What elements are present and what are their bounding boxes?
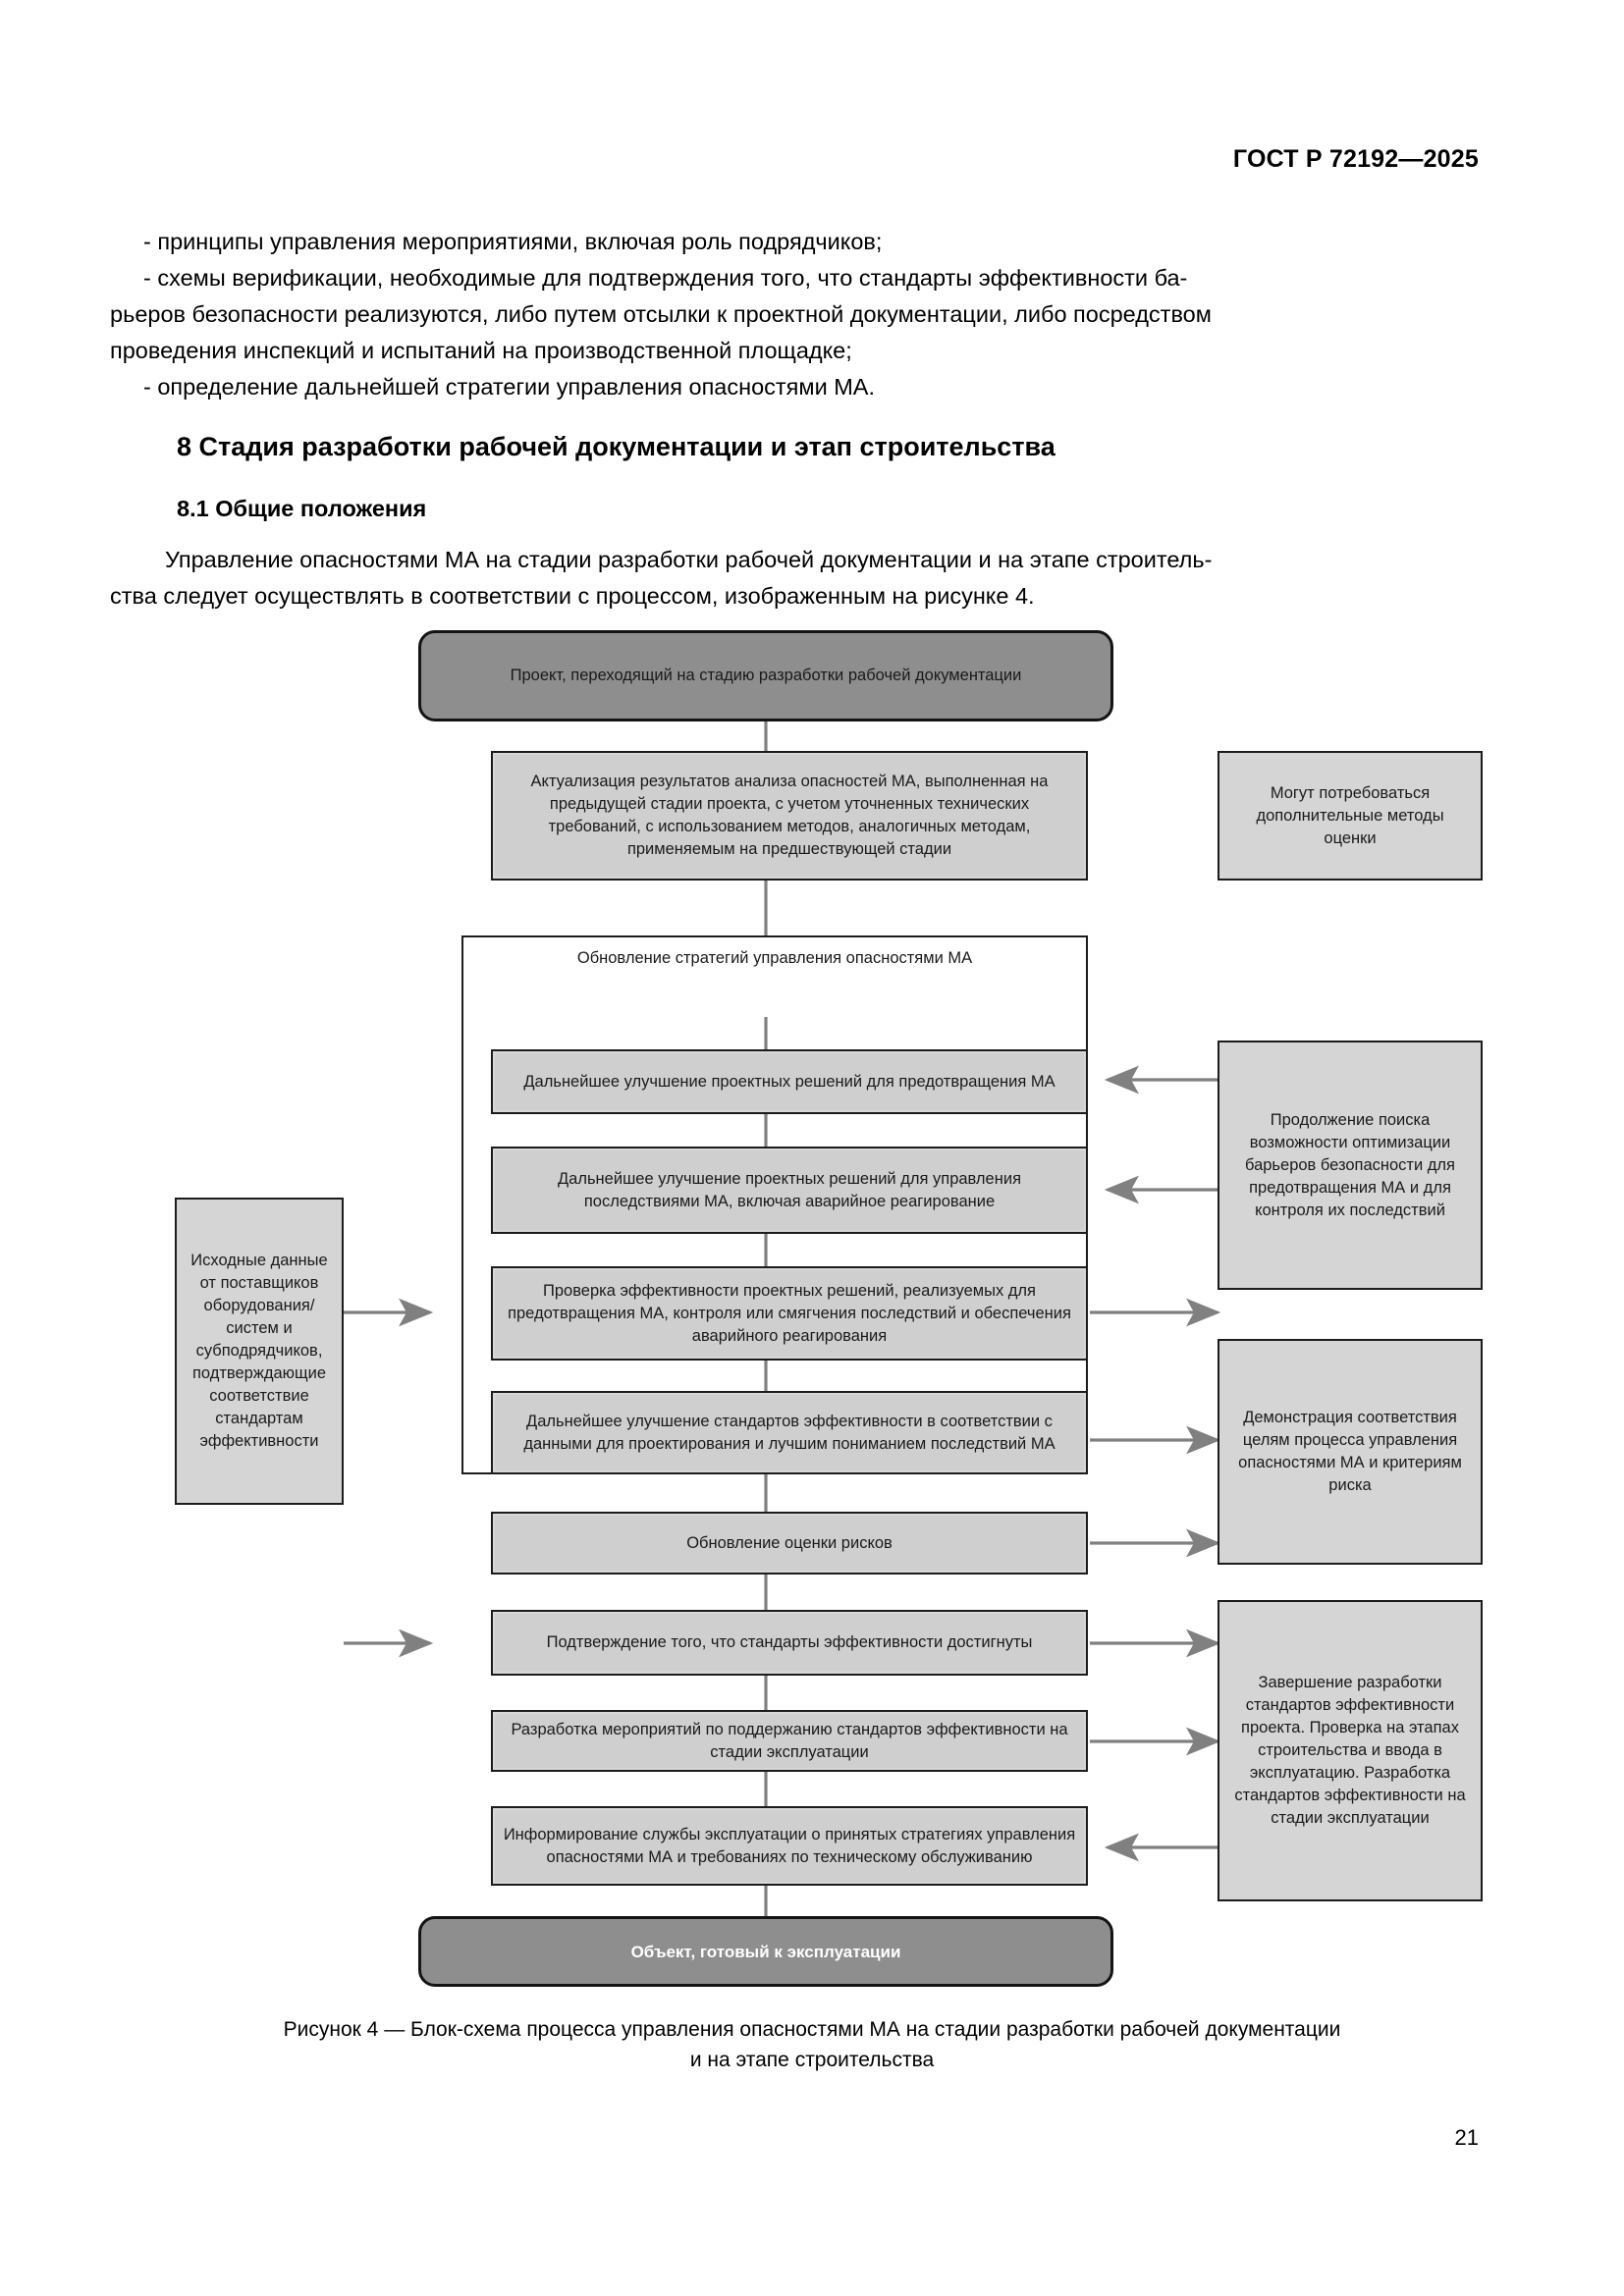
flow-node-completion[interactable]: Завершение разработки стандартов эффекти… [1218,1600,1483,1901]
flow-node-improve-prevention[interactable]: Дальнейшее улучшение проектных решений д… [491,1049,1088,1114]
standard-number-header: ГОСТ Р 72192—2025 [1232,145,1479,173]
flow-node-confirm-standards-met[interactable]: Подтверждение того, что стандарты эффект… [491,1610,1088,1676]
bullet-item-2: - схемы верификации, необходимые для под… [143,265,1188,291]
flow-node-continue-optimization[interactable]: Продолжение поиска возможности оптимизац… [1218,1041,1483,1290]
process-flowchart: Проект, переходящий на стадию разработки… [0,611,1624,1995]
intro-line-2: ства следует осуществлять в соответствии… [110,583,1035,609]
figure-caption-line-2: и на этапе строительства [689,2049,935,2071]
bullet-item-2-cont-b: проведения инспекций и испытаний на прои… [110,338,852,363]
flow-node-update-hazard-analysis[interactable]: Актуализация результатов анализа опаснос… [491,751,1088,881]
bullet-item-3: - определение дальнейшей стратегии управ… [143,374,876,400]
flow-node-improve-consequences[interactable]: Дальнейшее улучшение проектных решений д… [491,1147,1088,1234]
section-heading: 8 Стадия разработки рабочей документации… [177,432,1056,461]
bullet-item-1: - принципы управления мероприятиями, вкл… [143,229,883,254]
flow-group-title: Обновление стратегий управления опасност… [576,949,973,967]
intro-bullet-list: - принципы управления мероприятиями, вкл… [110,224,1514,405]
flow-node-inform-operations[interactable]: Информирование службы эксплуатации о при… [491,1806,1088,1886]
flow-node-end[interactable]: Объект, готовый к эксплуатации [418,1916,1113,1987]
figure-caption-line-1: Рисунок 4 — Блок-схема процесса управлен… [283,2018,1341,2041]
flow-node-verify-effectiveness[interactable]: Проверка эффективности проектных решений… [491,1266,1088,1361]
figure-caption: Рисунок 4 — Блок-схема процесса управлен… [110,2014,1514,2075]
flow-node-start[interactable]: Проект, переходящий на стадию разработки… [418,630,1113,721]
subsection-heading: 8.1 Общие положения [177,496,427,521]
flow-node-supplier-input[interactable]: Исходные данные от поставщиков оборудова… [175,1198,344,1505]
flow-node-update-risk-assessment[interactable]: Обновление оценки рисков [491,1512,1088,1575]
intro-paragraph: Управление опасностями МА на стадии разр… [110,542,1514,614]
flow-node-additional-methods[interactable]: Могут потребоваться дополнительные метод… [1218,751,1483,881]
flow-node-improve-standards[interactable]: Дальнейшее улучшение стандартов эффектив… [491,1391,1088,1474]
page-number: 21 [1454,2125,1479,2150]
flow-node-demonstrate-conformance[interactable]: Демонстрация соответствия целям процесса… [1218,1339,1483,1565]
flow-node-develop-maintenance[interactable]: Разработка мероприятий по поддержанию ст… [491,1710,1088,1772]
bullet-item-2-cont-a: рьеров безопасности реализуются, либо пу… [110,301,1212,327]
intro-line-1: Управление опасностями МА на стадии разр… [165,547,1213,572]
flowchart-connectors [344,721,1227,1916]
